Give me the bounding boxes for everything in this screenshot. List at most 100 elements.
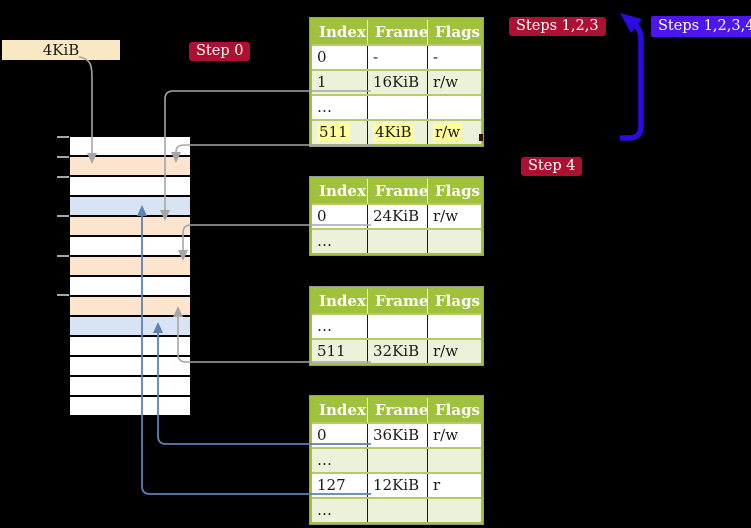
cell-text: 1 — [317, 73, 327, 91]
table-cell: 0 — [312, 46, 368, 69]
table-row: … — [312, 313, 481, 338]
cell-text: r/w — [433, 342, 459, 360]
memory-frame-row-white — [70, 177, 190, 195]
table-cell: 36KiB — [368, 424, 428, 447]
table-cell: 32KiB — [368, 340, 428, 363]
memory-frame-row-white — [70, 277, 190, 295]
table-cell: 0 — [312, 205, 368, 228]
cell-text: r/w — [433, 426, 459, 444]
frame-address-label: 4KiB — [2, 40, 120, 60]
cell-text: 0 — [317, 207, 327, 225]
cell-text: 127 — [317, 476, 346, 494]
table-cell — [428, 96, 481, 119]
table-cell — [368, 315, 428, 338]
cell-text: r/w — [433, 73, 459, 91]
cell-text: - — [373, 48, 379, 66]
table-cell — [368, 96, 428, 119]
cell-text: r/w — [433, 207, 459, 225]
memory-tick — [57, 136, 69, 138]
table-row: 127 12KiB r — [312, 472, 481, 497]
cell-text: … — [317, 232, 332, 250]
cell-text: 12KiB — [373, 476, 420, 494]
steps-123-label: Steps 1,2,3 — [509, 17, 606, 36]
table-cell: r — [428, 474, 481, 497]
table-row: 0 36KiB r/w — [312, 422, 481, 447]
table-row: … — [312, 228, 481, 253]
table-row: 511 4KiB r/w — [312, 119, 481, 144]
column-header: Frame — [368, 20, 428, 44]
memory-frame-row-peach — [70, 217, 190, 235]
column-header: Index — [312, 179, 368, 203]
table-cell: 127 — [312, 474, 368, 497]
table-cell — [368, 499, 428, 522]
table-cell: 12KiB — [368, 474, 428, 497]
memory-frame-row-white — [70, 397, 190, 415]
table-cell: … — [312, 96, 368, 119]
cell-text: 0 — [317, 426, 327, 444]
cell-text: 32KiB — [373, 342, 420, 360]
table-cell: 24KiB — [368, 205, 428, 228]
table-cell: 1 — [312, 71, 368, 94]
cell-text: r — [433, 476, 441, 494]
table-row: … — [312, 497, 481, 522]
cell-text: 16KiB — [373, 73, 420, 91]
table-cell: r/w — [428, 424, 481, 447]
table-cell: … — [312, 230, 368, 253]
memory-frame-row-white — [70, 377, 190, 395]
arrow-tip-mark — [479, 134, 483, 141]
step4-label: Step 4 — [521, 157, 583, 176]
table-cell — [368, 230, 428, 253]
cell-text: 36KiB — [373, 426, 420, 444]
cell-text: - — [433, 48, 439, 66]
cell-text: 4KiB — [373, 123, 414, 141]
memory-frame-row-white — [70, 337, 190, 355]
arrow-head-up-left-icon — [620, 13, 642, 33]
column-header: Frame — [368, 398, 428, 422]
column-header: Frame — [368, 179, 428, 203]
table-cell: … — [312, 499, 368, 522]
table-cell: r/w — [428, 340, 481, 363]
column-header: Flags — [435, 401, 480, 419]
cell-text: 511 — [317, 123, 350, 141]
step0-label: Step 0 — [189, 42, 251, 61]
table-cell: 4KiB — [368, 121, 428, 144]
table-row: 0 24KiB r/w — [312, 203, 481, 228]
table-cell: … — [312, 315, 368, 338]
memory-frame-row-white — [70, 137, 190, 155]
physical-memory-strip — [70, 137, 190, 417]
table-cell: 511 — [312, 121, 368, 144]
table-cell: 511 — [312, 340, 368, 363]
cell-text: 0 — [317, 48, 327, 66]
cell-text: … — [317, 451, 332, 469]
memory-tick — [57, 215, 69, 217]
cell-text: … — [317, 317, 332, 335]
memory-tick — [57, 176, 69, 178]
table-cell — [428, 499, 481, 522]
memory-frame-row-peach — [70, 257, 190, 275]
cell-text: 24KiB — [373, 207, 420, 225]
table-cell: - — [368, 46, 428, 69]
cell-text: 511 — [317, 342, 346, 360]
table-cell: r/w — [428, 205, 481, 228]
steps-loop-arrow — [620, 20, 644, 141]
table-row: … — [312, 447, 481, 472]
table-row: 511 32KiB r/w — [312, 338, 481, 363]
table-cell — [428, 449, 481, 472]
table-cell — [428, 230, 481, 253]
memory-frame-row-white — [70, 237, 190, 255]
l4-511-to-4kib-connector — [175, 144, 371, 153]
memory-frame-row-blue — [70, 317, 190, 335]
memory-tick — [57, 156, 69, 158]
cell-text: r/w — [433, 123, 463, 141]
table-cell: r/w — [428, 71, 481, 94]
table-cell: 16KiB — [368, 71, 428, 94]
table-cell: … — [312, 449, 368, 472]
column-header: Index — [312, 398, 368, 422]
